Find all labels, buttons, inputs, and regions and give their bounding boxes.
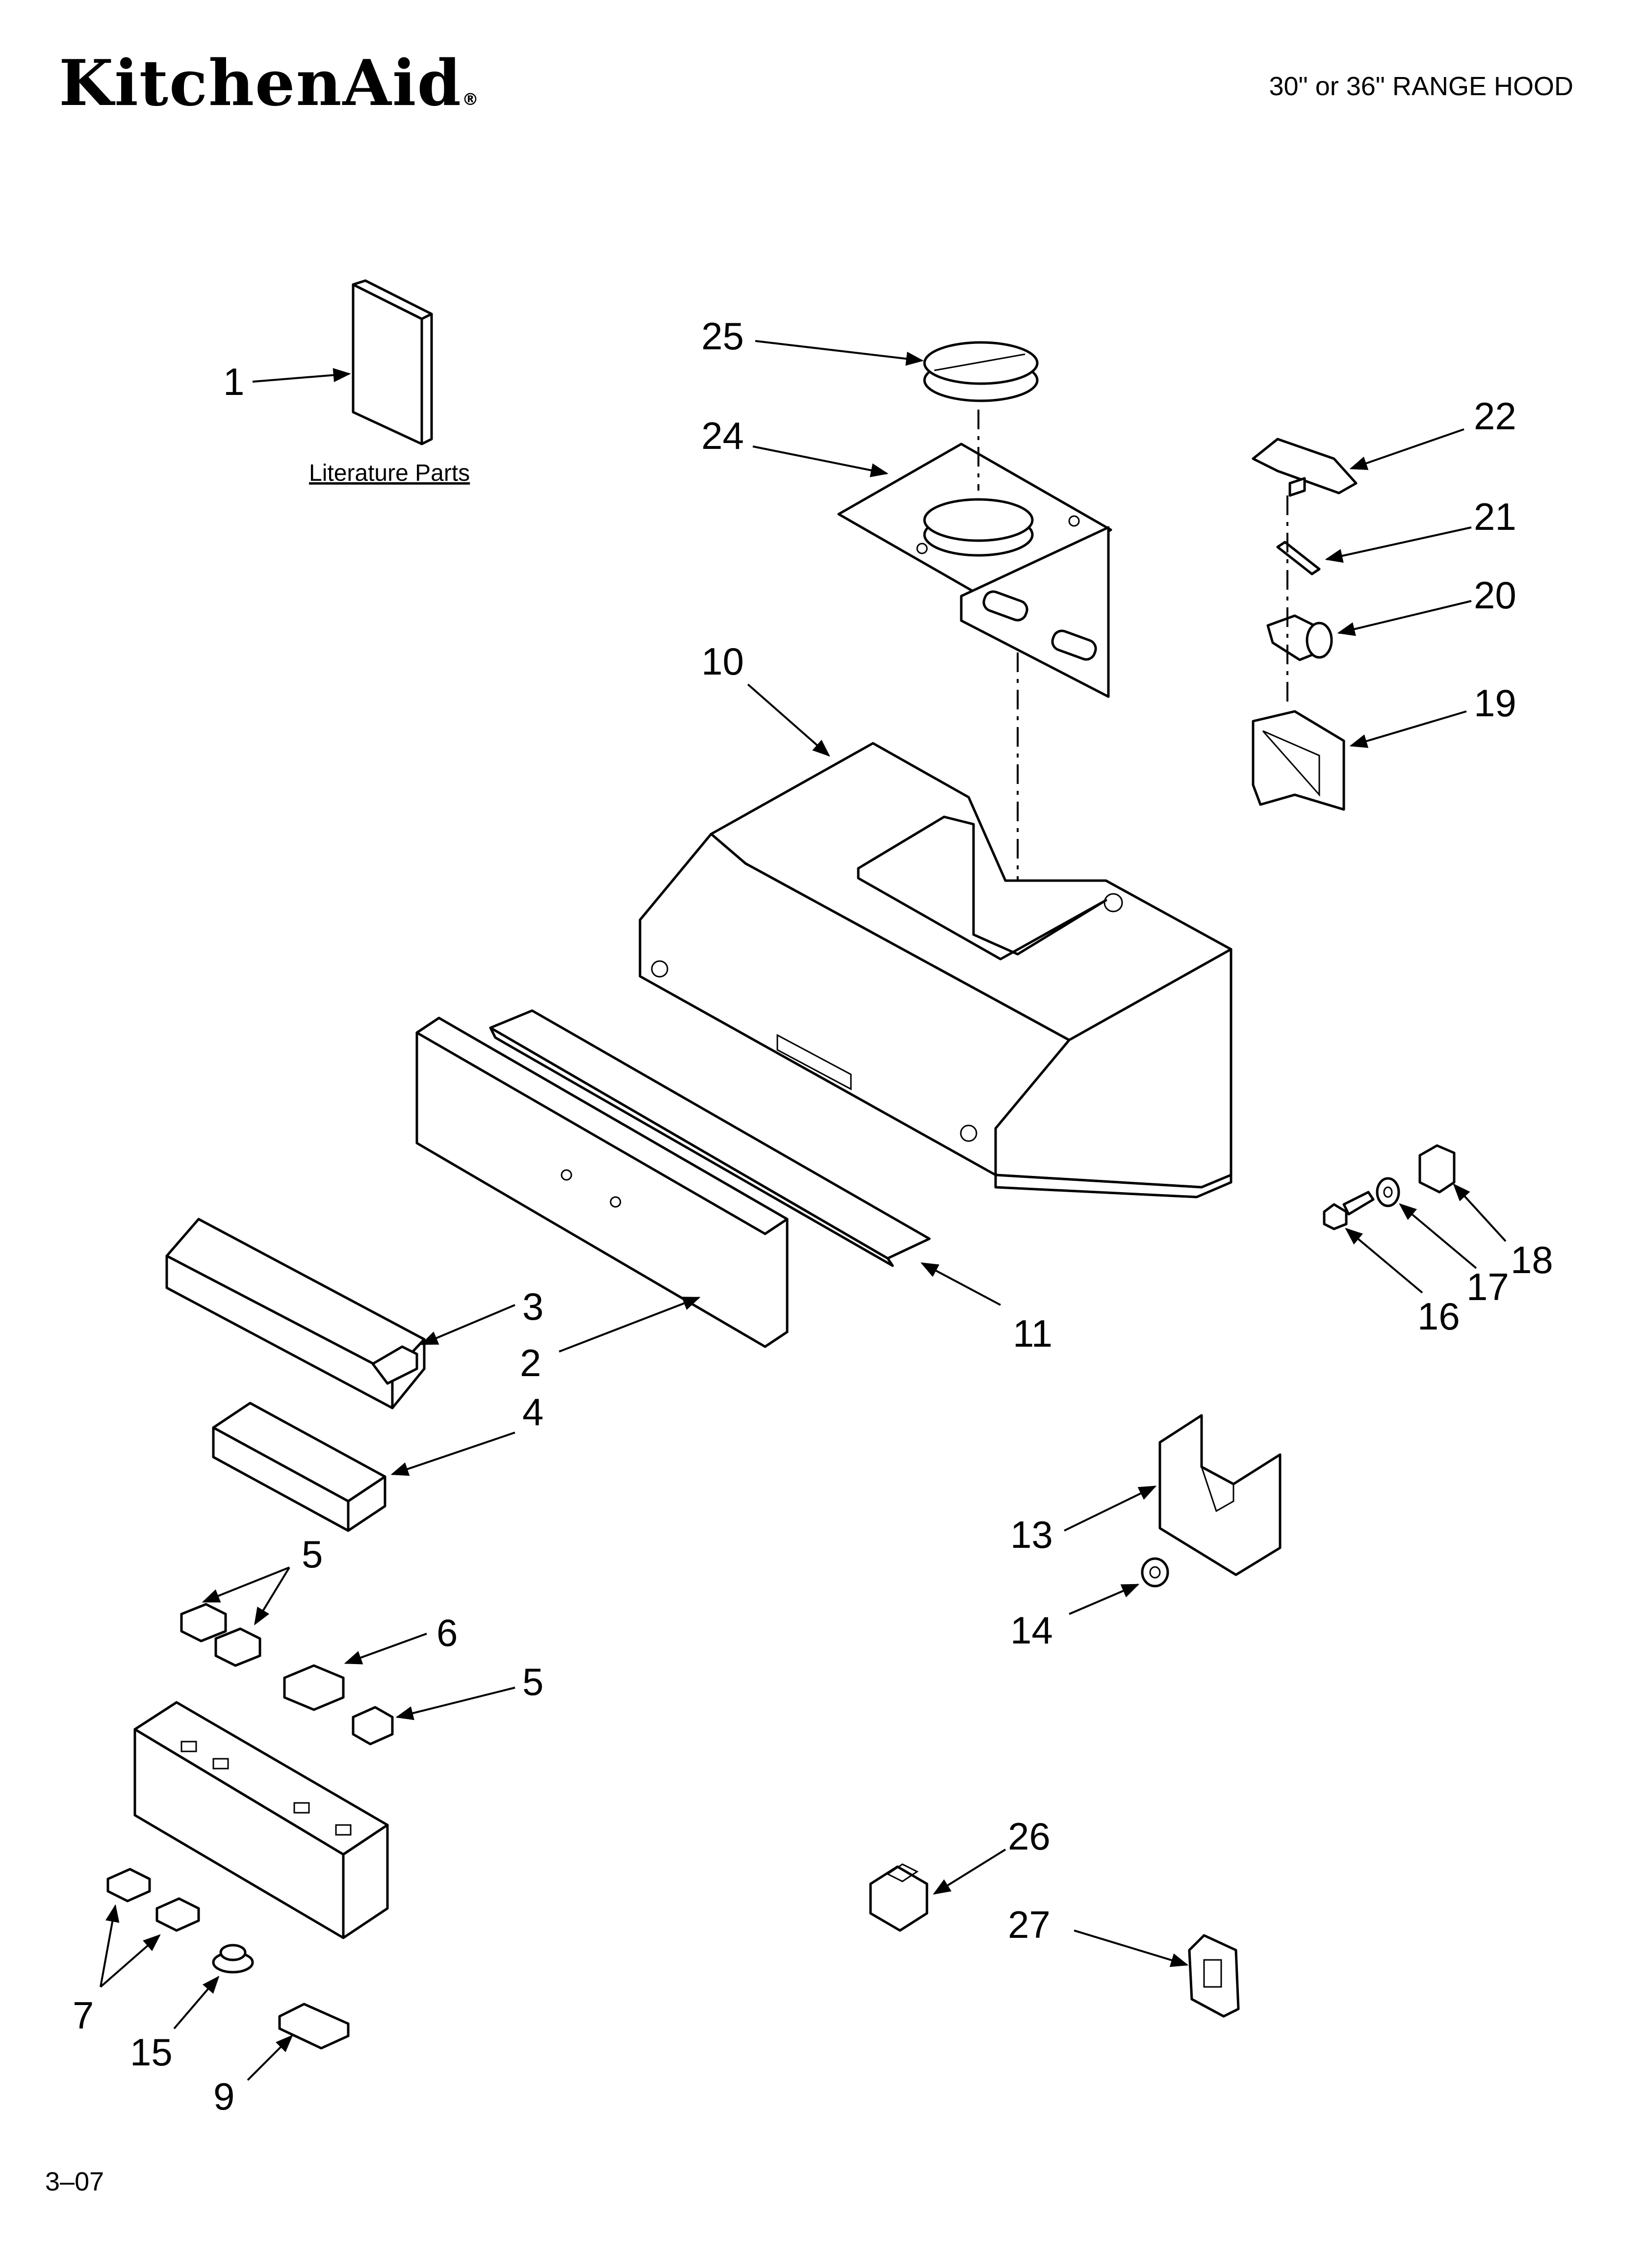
part-19-cover bbox=[1252, 710, 1345, 811]
control-housing bbox=[133, 1701, 389, 1939]
part-10-hood-body bbox=[639, 742, 1232, 1199]
part-11-rail bbox=[489, 1009, 931, 1267]
callout-10: 10 bbox=[701, 640, 744, 683]
part-15-knob bbox=[212, 1944, 254, 1974]
part-1-literature bbox=[352, 279, 433, 445]
part-26-terminal-block bbox=[869, 1863, 928, 1932]
callout-6: 6 bbox=[436, 1611, 458, 1654]
callout-19: 19 bbox=[1474, 681, 1516, 725]
callout-7: 7 bbox=[73, 1994, 94, 2037]
callout-2: 2 bbox=[520, 1341, 541, 1384]
part-17-washer bbox=[1376, 1177, 1400, 1207]
callout-17: 17 bbox=[1466, 1265, 1509, 1308]
brand-logo: KitchenAid® bbox=[59, 47, 480, 120]
model-title: 30" or 36" RANGE HOOD bbox=[1269, 72, 1573, 101]
part-22-bracket bbox=[1252, 438, 1358, 497]
part-24-transition-plate bbox=[837, 443, 1112, 698]
brand-name: KitchenAid bbox=[59, 47, 462, 120]
callout-11: 11 bbox=[1013, 1312, 1052, 1355]
part-5-socket bbox=[352, 1706, 394, 1746]
callout-13: 13 bbox=[1010, 1513, 1053, 1556]
part-14-nut bbox=[1141, 1557, 1169, 1588]
part-5-sockets-pair bbox=[180, 1603, 261, 1667]
callout-18: 18 bbox=[1511, 1238, 1553, 1281]
part-25-duct-collar bbox=[923, 341, 1039, 402]
callout-5a: 5 bbox=[302, 1533, 323, 1576]
callout-3: 3 bbox=[522, 1285, 543, 1328]
callout-26: 26 bbox=[1008, 1815, 1051, 1858]
part-7-buttons bbox=[106, 1868, 200, 1932]
footer-code: 3–07 bbox=[45, 2167, 104, 2196]
part-13-cover bbox=[1158, 1414, 1282, 1576]
part-20-switch bbox=[1266, 614, 1333, 661]
callout-22: 22 bbox=[1474, 394, 1516, 438]
callout-25: 25 bbox=[701, 314, 744, 358]
part-16-screw bbox=[1323, 1191, 1375, 1230]
part-27-socket-bracket bbox=[1188, 1934, 1240, 2018]
callout-4: 4 bbox=[522, 1390, 543, 1434]
callout-1: 1 bbox=[223, 360, 244, 403]
callout-14: 14 bbox=[1010, 1609, 1053, 1652]
part-18-clip bbox=[1418, 1144, 1456, 1194]
registered-mark: ® bbox=[462, 90, 480, 109]
part-9-rocker-switch bbox=[278, 2003, 350, 2050]
callout-16: 16 bbox=[1417, 1295, 1460, 1338]
callout-21: 21 bbox=[1474, 495, 1516, 538]
part-3-light-housing bbox=[165, 1218, 426, 1409]
part-21-pin bbox=[1276, 541, 1321, 575]
callout-15: 15 bbox=[130, 2031, 173, 2074]
literature-parts-label: Literature Parts bbox=[309, 460, 470, 486]
callout-9: 9 bbox=[213, 2075, 234, 2118]
part-4-filter bbox=[212, 1402, 386, 1532]
callout-20: 20 bbox=[1474, 574, 1516, 617]
callout-5b: 5 bbox=[522, 1660, 543, 1703]
part-2-front-panel bbox=[415, 1017, 789, 1348]
callout-24: 24 bbox=[701, 414, 744, 457]
part-6-switch-block bbox=[283, 1664, 345, 1711]
callout-27: 27 bbox=[1008, 1903, 1051, 1946]
